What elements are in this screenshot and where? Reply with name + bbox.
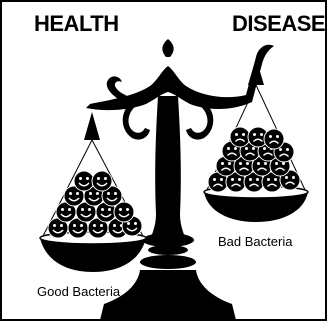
health-heading: HEALTH bbox=[34, 11, 119, 37]
bacteria-smiley-icon bbox=[230, 127, 250, 147]
good-bacteria-caption: Good Bacteria bbox=[37, 284, 120, 299]
disease-heading: DISEASE bbox=[232, 11, 325, 37]
bacteria-smiley-icon bbox=[74, 171, 94, 191]
bacteria-smiley-icon bbox=[264, 129, 284, 149]
bacteria-smiley-icon bbox=[92, 171, 112, 191]
bad-bacteria-caption: Bad Bacteria bbox=[218, 234, 292, 249]
